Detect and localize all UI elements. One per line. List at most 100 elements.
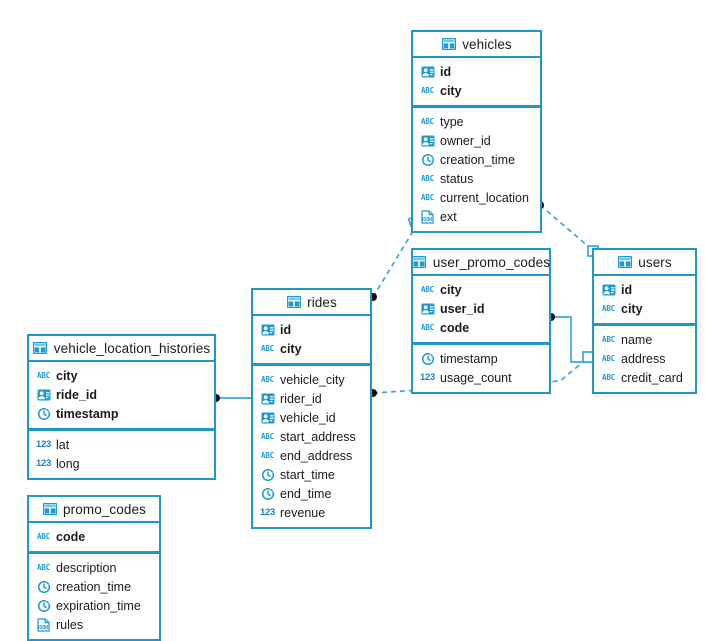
entity-table-header-rides[interactable]: rides	[253, 290, 370, 316]
column-row[interactable]: user_id	[413, 299, 549, 318]
column-row[interactable]: ABC description	[29, 558, 159, 577]
column-name: rules	[56, 617, 84, 632]
column-name: code	[56, 529, 86, 544]
column-row[interactable]: expiration_time	[29, 596, 159, 615]
table-grid-icon	[412, 255, 427, 269]
column-row[interactable]: start_time	[253, 465, 370, 484]
column-name: city	[440, 83, 462, 98]
column-name: current_location	[440, 190, 529, 205]
column-name: creation_time	[56, 579, 132, 594]
entity-table-name: promo_codes	[63, 501, 146, 517]
id-badge-icon	[420, 302, 435, 316]
id-badge-icon	[36, 388, 51, 402]
clock-icon	[260, 487, 275, 501]
column-row[interactable]: id	[413, 62, 540, 81]
table-grid-icon	[286, 295, 301, 309]
entity-table-name: vehicle_location_histories	[53, 340, 211, 356]
clock-icon	[420, 352, 435, 366]
column-row[interactable]: id	[594, 280, 695, 299]
table-grid-icon	[617, 255, 632, 269]
abc-string-icon: ABC	[37, 370, 50, 380]
column-name: end_time	[280, 486, 332, 501]
column-name: city	[56, 368, 78, 383]
column-name: long	[56, 456, 80, 471]
column-name: revenue	[280, 505, 326, 520]
entity-table-header-promo_codes[interactable]: promo_codes	[29, 497, 159, 523]
entity-table-header-users[interactable]: users	[594, 250, 695, 276]
column-name: credit_card	[621, 370, 683, 385]
123-numeric-icon: 123	[36, 438, 51, 450]
id-badge-icon	[601, 283, 616, 297]
column-name: id	[440, 64, 452, 79]
entity-table-header-user_promo_codes[interactable]: user_promo_codes	[412, 250, 551, 276]
column-row[interactable]: JSON rules	[29, 615, 159, 634]
entity-table-header-vehicles[interactable]: vehicles	[413, 32, 540, 58]
json-document-icon: JSON	[36, 617, 51, 632]
column-name: timestamp	[56, 406, 119, 421]
column-name: end_address	[280, 448, 353, 463]
abc-string-icon: ABC	[602, 303, 615, 313]
column-row[interactable]: ABC end_address	[253, 446, 370, 465]
entity-table-header-vehicle_location_histories[interactable]: vehicle_location_histories	[29, 336, 214, 362]
column-row[interactable]: creation_time	[413, 150, 540, 169]
column-row[interactable]: ride_id	[29, 385, 214, 404]
column-row[interactable]: vehicle_id	[253, 408, 370, 427]
table-grid-icon	[33, 341, 48, 355]
abc-string-icon: ABC	[261, 450, 274, 460]
column-row[interactable]: ABC credit_card	[594, 368, 695, 387]
column-name: vehicle_id	[280, 410, 336, 425]
entity-table-name: user_promo_codes	[432, 254, 551, 270]
column-row[interactable]: end_time	[253, 484, 370, 503]
column-name: timestamp	[440, 351, 498, 366]
column-row[interactable]: id	[253, 320, 370, 339]
id-badge-icon	[260, 411, 275, 425]
abc-string-icon: ABC	[602, 372, 615, 382]
column-row[interactable]: timestamp	[29, 404, 214, 423]
column-name: rider_id	[280, 391, 322, 406]
column-name: usage_count	[440, 370, 512, 385]
column-row[interactable]: ABC city	[29, 366, 214, 385]
clock-icon	[36, 580, 51, 594]
abc-string-icon: ABC	[421, 85, 434, 95]
column-row[interactable]: ABC city	[413, 81, 540, 100]
column-name: ext	[440, 209, 457, 224]
column-name: description	[56, 560, 117, 575]
column-row[interactable]: creation_time	[29, 577, 159, 596]
column-name: code	[440, 320, 470, 335]
abc-string-icon: ABC	[37, 562, 50, 572]
column-row[interactable]: timestamp	[413, 349, 549, 368]
column-row[interactable]: rider_id	[253, 389, 370, 408]
abc-string-icon: ABC	[602, 334, 615, 344]
column-row[interactable]: owner_id	[413, 131, 540, 150]
column-name: address	[621, 351, 666, 366]
